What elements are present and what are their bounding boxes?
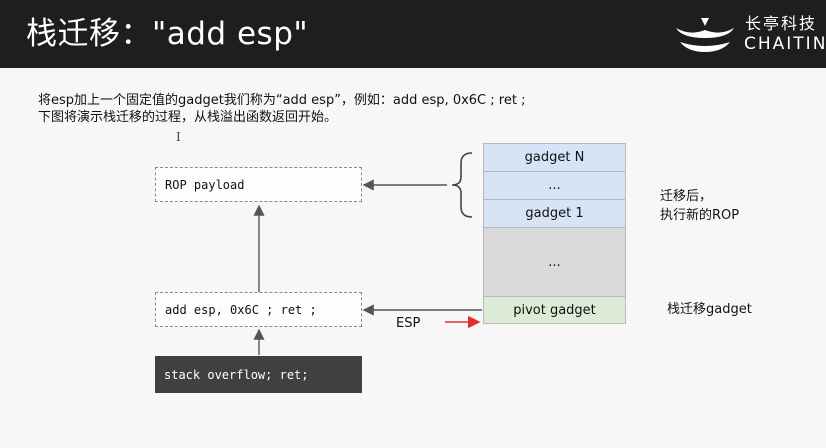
rop-payload-box: ROP payload xyxy=(155,167,362,202)
description-line-1: 将esp加上一个固定值的gadget我们称为“add esp”，例如：add e… xyxy=(38,93,526,108)
text-cursor-icon: I xyxy=(176,130,181,144)
stack-cell-dots-mid: ... xyxy=(483,227,626,297)
logo-text-cn: 长亭科技 xyxy=(745,14,818,33)
stack-overflow-label: stack overflow; ret; xyxy=(164,367,309,382)
title-bar: 栈迁移："add esp" 长亭科技 CHAITIN xyxy=(0,0,826,68)
stack-cell-gadget-n: gadget N xyxy=(483,143,626,172)
dots-mid-label: ... xyxy=(548,254,561,270)
add-esp-label: add esp, 0x6C ; ret ; xyxy=(165,302,317,317)
pivot-gadget-label: pivot gadget xyxy=(513,302,596,318)
stack-cell-gadget-1: gadget 1 xyxy=(483,199,626,228)
slide-title: 栈迁移："add esp" xyxy=(26,16,309,52)
after-pivot-note: 迁移后， 执行新的ROP xyxy=(660,187,739,225)
chaitin-logo-icon xyxy=(676,18,734,52)
description-line-2: 下图将演示栈迁移的过程，从栈溢出函数返回开始。 xyxy=(38,110,338,125)
pivot-gadget-note: 栈迁移gadget xyxy=(667,302,752,317)
stack-cell-pivot-gadget: pivot gadget xyxy=(483,296,626,324)
after-pivot-line-1: 迁移后， xyxy=(660,189,713,204)
gadget-n-label: gadget N xyxy=(524,150,585,165)
logo-text-en: CHAITIN xyxy=(744,34,826,54)
gadget-1-label: gadget 1 xyxy=(525,206,584,221)
add-esp-box: add esp, 0x6C ; ret ; xyxy=(155,292,362,327)
esp-label: ESP xyxy=(396,316,421,331)
dots-top-label: ... xyxy=(548,178,561,193)
description: 将esp加上一个固定值的gadget我们称为“add esp”，例如：add e… xyxy=(38,92,525,126)
stack-overflow-box: stack overflow; ret; xyxy=(155,356,362,393)
rop-payload-label: ROP payload xyxy=(165,177,245,192)
curly-brace xyxy=(451,152,473,218)
stack-cell-dots-top: ... xyxy=(483,171,626,200)
after-pivot-line-2: 执行新的ROP xyxy=(660,208,740,223)
